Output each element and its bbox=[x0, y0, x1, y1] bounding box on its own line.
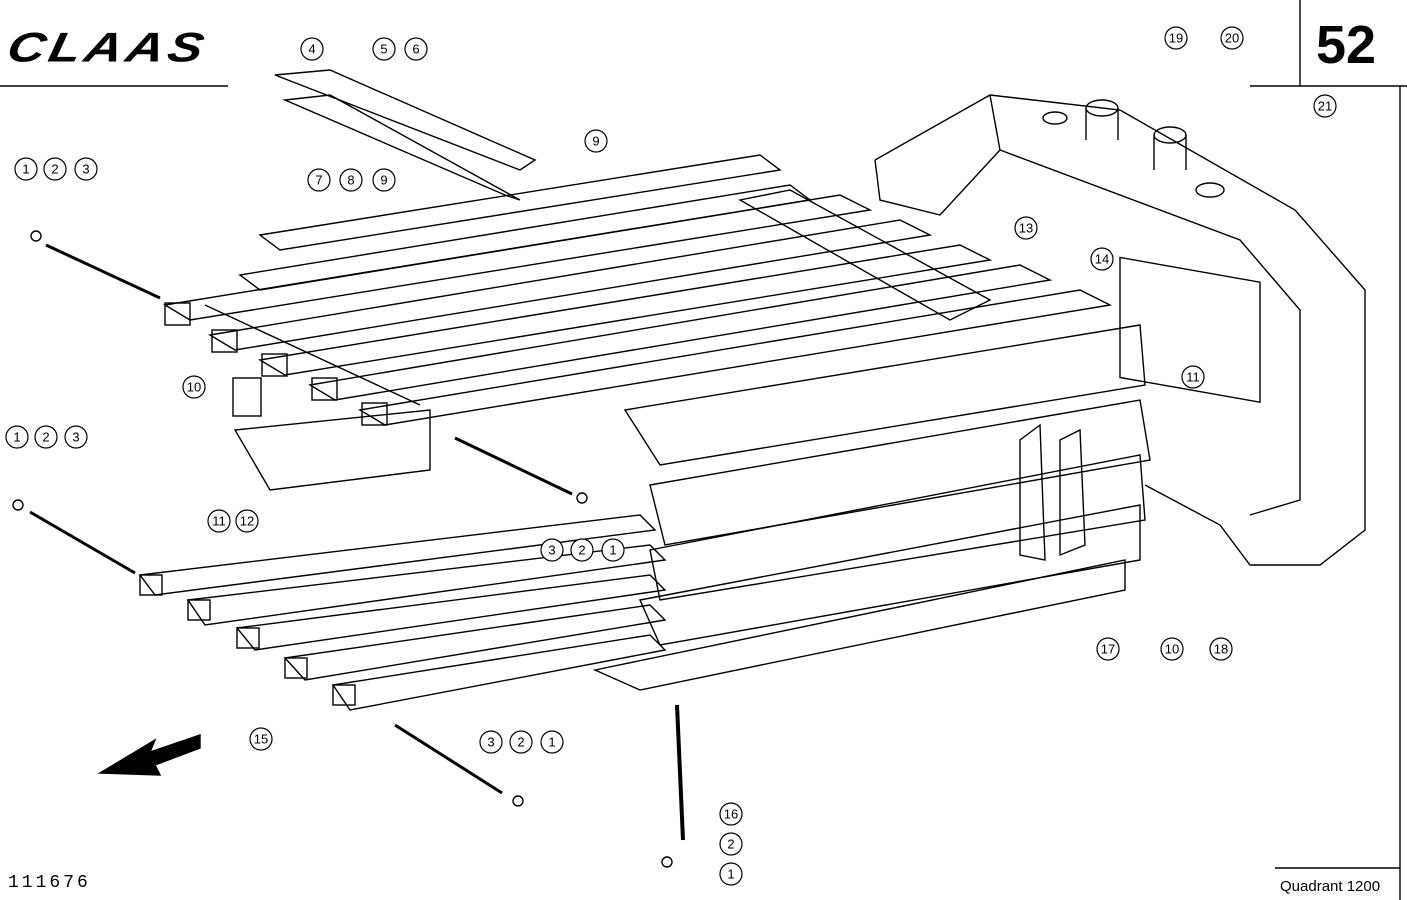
callout-label: 1 bbox=[609, 543, 616, 558]
callout-label: 4 bbox=[308, 42, 315, 57]
main-frame bbox=[874, 94, 1366, 566]
callout-3: 3 bbox=[479, 730, 503, 754]
callout-label: 13 bbox=[1019, 221, 1033, 236]
side-panels bbox=[592, 324, 1151, 691]
callout-13: 13 bbox=[1014, 216, 1038, 240]
callout-label: 8 bbox=[347, 173, 354, 188]
brackets bbox=[232, 377, 431, 491]
callout-5: 5 bbox=[372, 37, 396, 61]
callout-label: 3 bbox=[548, 543, 555, 558]
callout-9: 9 bbox=[372, 168, 396, 192]
cover-plates bbox=[274, 69, 537, 201]
callout-18: 18 bbox=[1209, 637, 1233, 661]
callout-label: 10 bbox=[187, 380, 201, 395]
callout-19: 19 bbox=[1164, 26, 1188, 50]
callout-label: 20 bbox=[1225, 31, 1239, 46]
callout-label: 9 bbox=[592, 134, 599, 149]
callout-1: 1 bbox=[14, 157, 38, 181]
callout-3: 3 bbox=[64, 425, 88, 449]
callout-11: 11 bbox=[1181, 365, 1205, 389]
callout-10: 10 bbox=[182, 375, 206, 399]
model-name: Quadrant 1200 bbox=[1280, 878, 1381, 895]
callout-2: 2 bbox=[570, 538, 594, 562]
callout-label: 3 bbox=[487, 735, 494, 750]
callout-label: 2 bbox=[578, 543, 585, 558]
callout-11: 11 bbox=[207, 509, 231, 533]
callout-16: 16 bbox=[719, 802, 743, 826]
callout-10: 10 bbox=[1160, 637, 1184, 661]
callout-label: 1 bbox=[548, 735, 555, 750]
callout-label: 1 bbox=[727, 867, 734, 882]
lower-beams bbox=[138, 514, 667, 711]
callout-1: 1 bbox=[601, 538, 625, 562]
callout-label: 17 bbox=[1101, 642, 1115, 657]
callout-label: 19 bbox=[1169, 31, 1183, 46]
callout-label: 6 bbox=[412, 42, 419, 57]
callout-1: 1 bbox=[5, 425, 29, 449]
callout-2: 2 bbox=[43, 157, 67, 181]
callout-label: 2 bbox=[51, 162, 58, 177]
callout-2: 2 bbox=[509, 730, 533, 754]
callout-label: 10 bbox=[1165, 642, 1179, 657]
callout-label: 11 bbox=[1186, 370, 1200, 385]
callout-label: 18 bbox=[1214, 642, 1228, 657]
cross-bars bbox=[164, 302, 421, 426]
callout-3: 3 bbox=[540, 538, 564, 562]
callout-label: 15 bbox=[254, 732, 268, 747]
callout-label: 2 bbox=[42, 430, 49, 445]
callout-21: 21 bbox=[1313, 94, 1337, 118]
callout-20: 20 bbox=[1220, 26, 1244, 50]
callout-1: 1 bbox=[719, 862, 743, 886]
callout-label: 5 bbox=[380, 42, 387, 57]
callout-label: 2 bbox=[517, 735, 524, 750]
callout-label: 21 bbox=[1318, 99, 1332, 114]
callout-4: 4 bbox=[300, 37, 324, 61]
page-number: 52 bbox=[1316, 15, 1377, 75]
callout-label: 3 bbox=[72, 430, 79, 445]
direction-arrow-icon bbox=[97, 734, 201, 776]
callout-9: 9 bbox=[584, 129, 608, 153]
drawing-number: 111676 bbox=[8, 873, 91, 893]
callout-2: 2 bbox=[34, 425, 58, 449]
callout-6: 6 bbox=[404, 37, 428, 61]
callout-label: 14 bbox=[1095, 252, 1109, 267]
callout-2: 2 bbox=[719, 832, 743, 856]
callout-7: 7 bbox=[307, 168, 331, 192]
callout-label: 2 bbox=[727, 837, 734, 852]
callout-3: 3 bbox=[74, 157, 98, 181]
upper-beams bbox=[163, 154, 1113, 426]
callout-label: 12 bbox=[240, 514, 254, 529]
callout-label: 9 bbox=[380, 173, 387, 188]
callout-17: 17 bbox=[1096, 637, 1120, 661]
callout-label: 7 bbox=[315, 173, 322, 188]
rods bbox=[12, 230, 685, 868]
callout-label: 16 bbox=[724, 807, 738, 822]
callout-label: 3 bbox=[82, 162, 89, 177]
callout-label: 11 bbox=[212, 514, 226, 529]
callout-1: 1 bbox=[540, 730, 564, 754]
callout-8: 8 bbox=[339, 168, 363, 192]
callout-12: 12 bbox=[235, 509, 259, 533]
callout-label: 1 bbox=[13, 430, 20, 445]
callout-label: 1 bbox=[22, 162, 29, 177]
callout-15: 15 bbox=[249, 727, 273, 751]
callout-14: 14 bbox=[1090, 247, 1114, 271]
